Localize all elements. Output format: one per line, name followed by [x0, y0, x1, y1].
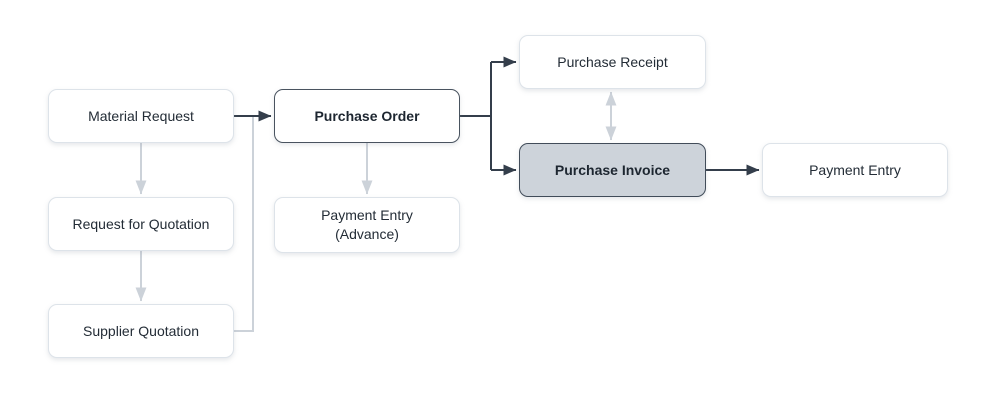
node-purchase-invoice: Purchase Invoice: [519, 143, 706, 197]
node-material-request: Material Request: [48, 89, 234, 143]
node-supplier-quotation: Supplier Quotation: [48, 304, 234, 358]
node-payment-entry: Payment Entry: [762, 143, 948, 197]
node-material-request-label: Material Request: [88, 107, 194, 124]
node-payment-entry-advance-sublabel: (Advance): [335, 226, 399, 242]
node-purchase-receipt-label: Purchase Receipt: [557, 53, 668, 70]
node-payment-entry-advance-label: Payment Entry: [321, 207, 413, 224]
node-purchase-invoice-label: Purchase Invoice: [554, 161, 671, 178]
node-payment-entry-advance: Payment Entry (Advance): [274, 197, 460, 253]
node-payment-entry-label: Payment Entry: [809, 161, 901, 178]
node-request-for-quotation: Request for Quotation: [48, 197, 234, 251]
node-supplier-quotation-label: Supplier Quotation: [83, 322, 199, 339]
edge-supplier-quotation-join-purchase-order: [233, 117, 254, 332]
node-request-for-quotation-label: Request for Quotation: [72, 215, 210, 232]
node-purchase-order-label: Purchase Order: [314, 107, 420, 124]
node-purchase-order: Purchase Order: [274, 89, 460, 143]
node-purchase-receipt: Purchase Receipt: [519, 35, 706, 89]
edge-purchase-order-branch-trunk: [460, 62, 492, 170]
